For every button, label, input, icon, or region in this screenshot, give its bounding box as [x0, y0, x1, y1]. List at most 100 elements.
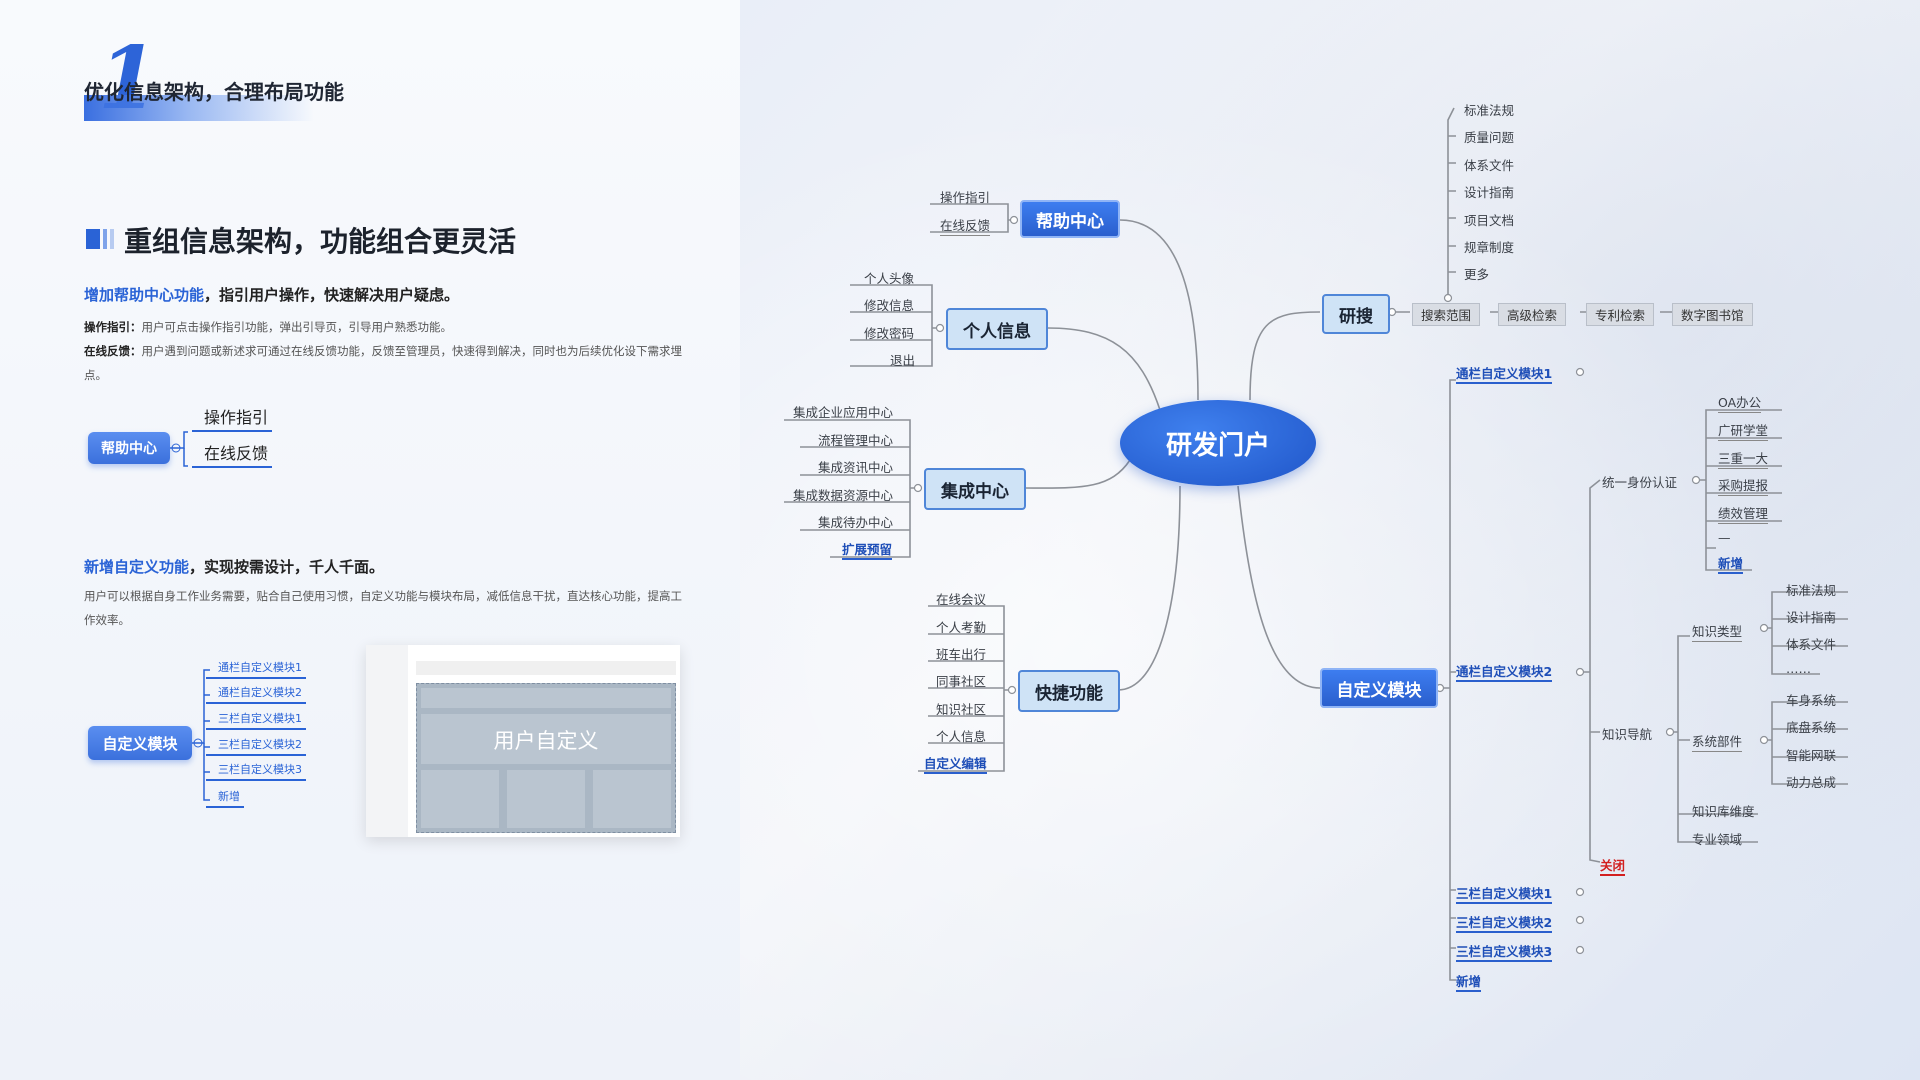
- node-search[interactable]: 研搜: [1322, 294, 1390, 334]
- shortcut-leaf-edit[interactable]: 自定义编辑: [924, 753, 987, 774]
- custom-module-pill[interactable]: 自定义模块: [88, 726, 192, 760]
- scope-leaf-6[interactable]: 规章制度: [1464, 240, 1515, 255]
- mock-topbar: [416, 661, 676, 675]
- shortcut-leaf-4[interactable]: 同事社区: [936, 674, 987, 689]
- node-help-center[interactable]: 帮助中心: [1020, 200, 1120, 238]
- custom-layout-mockup: 用户自定义: [366, 645, 680, 837]
- personal-leaf-1[interactable]: 个人头像: [864, 271, 915, 286]
- ktype-leaf-1[interactable]: 标准法规: [1786, 583, 1837, 598]
- sso-leaf-2[interactable]: 广研学堂: [1718, 420, 1769, 441]
- integration-leaf-3[interactable]: 集成资讯中心: [818, 460, 894, 475]
- module-col-3[interactable]: 三栏自定义模块3: [1456, 941, 1553, 962]
- personal-leaf-2[interactable]: 修改信息: [864, 298, 915, 313]
- right-panel: [740, 0, 1920, 1080]
- ktype-label[interactable]: 知识类型: [1692, 621, 1743, 642]
- custom-item-new[interactable]: 新增: [206, 788, 244, 808]
- close-button[interactable]: 关闭: [1600, 855, 1626, 876]
- module-bar-2[interactable]: 通栏自定义模块2: [1456, 661, 1553, 682]
- main-heading: 重组信息架构，功能组合更灵活: [124, 225, 517, 258]
- shortcut-leaf-3[interactable]: 班车出行: [936, 647, 987, 662]
- module-bar-1[interactable]: 通栏自定义模块1: [1456, 363, 1553, 384]
- sso-leaf-new[interactable]: 新增: [1718, 553, 1744, 574]
- knav-label[interactable]: 知识导航: [1602, 727, 1653, 742]
- node-integration[interactable]: 集成中心: [924, 468, 1026, 510]
- search-tag-advanced[interactable]: 高级检索: [1498, 303, 1567, 326]
- parts-leaf-4[interactable]: 动力总成: [1786, 775, 1837, 790]
- help-leaf-1[interactable]: 操作指引: [940, 190, 991, 205]
- help-leaf-2[interactable]: 在线反馈: [940, 215, 991, 236]
- node-personal-info[interactable]: 个人信息: [946, 308, 1048, 350]
- help-item-guide[interactable]: 操作指引: [192, 404, 273, 432]
- integration-leaf-2[interactable]: 流程管理中心: [818, 433, 894, 448]
- custom-item-2[interactable]: 通栏自定义模块2: [206, 684, 306, 704]
- help-center-pill[interactable]: 帮助中心: [88, 432, 170, 464]
- custom-headline-blue: 新增自定义功能: [84, 558, 190, 576]
- ktype-leaf-2[interactable]: 设计指南: [1786, 610, 1837, 625]
- integration-leaf-4[interactable]: 集成数据资源中心: [793, 488, 894, 503]
- left-connectors: [170, 431, 210, 801]
- mock-custom-area: [416, 683, 676, 833]
- p1-label: 操作指引：: [84, 320, 142, 334]
- knav-extra-1[interactable]: 知识库维度: [1692, 804, 1755, 819]
- shortcut-leaf-2[interactable]: 个人考勤: [936, 620, 987, 635]
- shortcut-leaf-6[interactable]: 个人信息: [936, 729, 987, 744]
- p2-label: 在线反馈：: [84, 344, 142, 358]
- help-item-feedback[interactable]: 在线反馈: [192, 440, 273, 468]
- node-shortcut[interactable]: 快捷功能: [1018, 670, 1120, 712]
- shortcut-leaf-5[interactable]: 知识社区: [936, 702, 987, 717]
- node-custom-module[interactable]: 自定义模块: [1320, 668, 1438, 708]
- integration-leaf-5[interactable]: 集成待办中心: [818, 515, 894, 530]
- search-tag-library[interactable]: 数字图书馆: [1672, 303, 1753, 326]
- sso-leaf-5[interactable]: 绩效管理: [1718, 503, 1769, 524]
- mock-sidebar: [366, 645, 408, 837]
- heading-mark-icon: [86, 229, 117, 249]
- parts-label[interactable]: 系统部件: [1692, 731, 1743, 752]
- ktype-leaf-3[interactable]: 体系文件: [1786, 637, 1837, 652]
- sso-leaf-6[interactable]: —: [1718, 530, 1731, 545]
- ktype-leaf-4[interactable]: ……: [1786, 661, 1811, 676]
- parts-leaf-2[interactable]: 底盘系统: [1786, 720, 1837, 735]
- mock-label: 用户自定义: [493, 729, 599, 753]
- left-panel: [0, 0, 740, 1080]
- personal-leaf-4[interactable]: 退出: [890, 353, 916, 368]
- help-paragraph: 操作指引：用户可点击操作指引功能，弹出引导页，引导用户熟悉功能。 在线反馈：用户…: [84, 315, 684, 387]
- custom-item-5[interactable]: 三栏自定义模块3: [206, 761, 306, 781]
- p2-text: 用户遇到问题或新述求可通过在线反馈功能，反馈至管理员，快速得到解决，同时也为后续…: [84, 344, 682, 382]
- module-col-2[interactable]: 三栏自定义模块2: [1456, 912, 1553, 933]
- integration-leaf-reserved[interactable]: 扩展预留: [842, 539, 893, 560]
- parts-leaf-3[interactable]: 智能网联: [1786, 748, 1837, 763]
- scope-leaf-3[interactable]: 体系文件: [1464, 158, 1515, 173]
- sso-leaf-4[interactable]: 采购提报: [1718, 475, 1769, 496]
- custom-item-3[interactable]: 三栏自定义模块1: [206, 710, 306, 730]
- custom-paragraph: 用户可以根据自身工作业务需要，贴合自己使用习惯，自定义功能与模块布局，减低信息干…: [84, 589, 682, 627]
- p1-text: 用户可点击操作指引功能，弹出引导页，引导用户熟悉功能。: [141, 320, 453, 334]
- module-col-1[interactable]: 三栏自定义模块1: [1456, 883, 1553, 904]
- custom-item-1[interactable]: 通栏自定义模块1: [206, 659, 306, 679]
- scope-leaf-2[interactable]: 质量问题: [1464, 130, 1515, 145]
- parts-leaf-1[interactable]: 车身系统: [1786, 693, 1837, 708]
- help-headline-blue: 增加帮助中心功能: [84, 286, 205, 304]
- scope-leaf-5[interactable]: 项目文档: [1464, 213, 1515, 228]
- help-headline: 增加帮助中心功能，指引用户操作，快速解决用户疑虑。: [84, 284, 459, 305]
- sso-leaf-1[interactable]: OA办公: [1718, 392, 1762, 413]
- search-tag-scope[interactable]: 搜索范围: [1412, 303, 1481, 326]
- shortcut-leaf-1[interactable]: 在线会议: [936, 592, 987, 607]
- module-new[interactable]: 新增: [1456, 971, 1482, 992]
- search-tag-patent[interactable]: 专利检索: [1586, 303, 1655, 326]
- scope-leaf-4[interactable]: 设计指南: [1464, 185, 1515, 200]
- scope-leaf-1[interactable]: 标准法规: [1464, 103, 1515, 118]
- custom-headline: 新增自定义功能，实现按需设计，千人千面。: [84, 556, 384, 577]
- mindmap-center-node[interactable]: 研发门户: [1120, 400, 1316, 486]
- title-bar-decoration: [84, 95, 314, 121]
- sso-leaf-3[interactable]: 三重一大: [1718, 448, 1769, 469]
- help-headline-rest: ，指引用户操作，快速解决用户疑虑。: [204, 286, 460, 304]
- custom-headline-rest: ，实现按需设计，千人千面。: [189, 558, 385, 576]
- custom-item-4[interactable]: 三栏自定义模块2: [206, 736, 306, 756]
- scope-leaf-7[interactable]: 更多: [1464, 267, 1490, 282]
- personal-leaf-3[interactable]: 修改密码: [864, 326, 915, 341]
- sso-label[interactable]: 统一身份认证: [1602, 475, 1678, 490]
- section-title: 优化信息架构，合理布局功能: [84, 82, 344, 104]
- knav-extra-2[interactable]: 专业领域: [1692, 832, 1743, 847]
- integration-leaf-1[interactable]: 集成企业应用中心: [793, 405, 894, 420]
